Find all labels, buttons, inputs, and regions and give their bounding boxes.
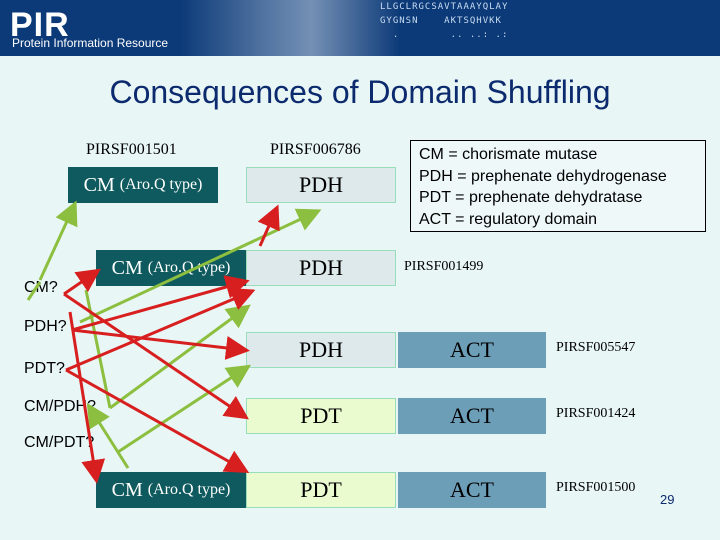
pdt-label: PDT	[300, 403, 342, 428]
pdh-domain-box: PDH	[246, 332, 396, 368]
pdh-label: PDH	[298, 255, 343, 280]
page-number: 29	[660, 492, 675, 507]
pdh-label: PDH	[298, 172, 343, 197]
red-arrow	[63, 268, 101, 296]
cm-label: CM	[111, 256, 143, 279]
aroq-label: (Aro.Q type)	[119, 176, 203, 193]
family-label-pirsf001501: PIRSF001501	[86, 141, 177, 158]
green-arrow	[79, 208, 322, 324]
pdt-domain-box: PDT	[246, 398, 396, 434]
slide-title: Consequences of Domain Shuffling	[109, 74, 611, 110]
aroq-label: (Aro.Q type)	[147, 481, 231, 498]
green-arrow	[109, 304, 251, 410]
logo-subtitle: Protein Information Resource	[12, 36, 169, 50]
sequence-line-2: GYGNSN AKTSQHVKK	[380, 16, 502, 26]
green-arrow	[86, 402, 130, 469]
pdh-domain-box: PDH	[246, 250, 396, 286]
green-arrow	[117, 364, 252, 454]
red-arrow	[257, 204, 280, 247]
act-label: ACT	[450, 477, 494, 502]
act-label: ACT	[450, 403, 494, 428]
family-label-pirsf006786: PIRSF006786	[270, 141, 361, 158]
cm-domain-box: CM(Aro.Q type)	[68, 167, 218, 203]
green-arrow	[84, 289, 112, 409]
red-arrow	[65, 287, 256, 372]
pdh-domain-box: PDH	[246, 167, 396, 203]
header-banner: PIR Protein Information Resource LLGCLRG…	[0, 0, 720, 56]
question-cm-pdh: CM/PDH?	[24, 398, 97, 415]
question-pdt: PDT?	[24, 360, 65, 377]
cm-label: CM	[111, 478, 143, 501]
family-label-pirsf001424: PIRSF001424	[556, 406, 636, 421]
red-arrow	[71, 328, 250, 360]
act-domain-box: ACT	[398, 472, 546, 508]
red-arrow	[63, 292, 249, 420]
legend-item-cm: CM = chorismate mutase	[419, 146, 598, 163]
sequence-line-3: . .. ..: .:	[380, 30, 509, 40]
red-arrow	[71, 275, 250, 332]
legend-box: CM = chorismate mutase PDH = prephenate …	[410, 140, 706, 232]
green-arrow	[26, 281, 42, 301]
legend-item-act: ACT = regulatory domain	[419, 210, 598, 228]
act-label: ACT	[450, 337, 494, 362]
family-label-pirsf001499: PIRSF001499	[404, 259, 484, 274]
cm-label: CM	[83, 173, 115, 196]
pdt-domain-box: PDT	[246, 472, 396, 508]
red-arrow	[65, 368, 250, 473]
red-arrow	[68, 311, 106, 484]
legend-item-pdh: PDH = prephenate dehydrogenase	[419, 167, 667, 185]
cm-domain-box: CM(Aro.Q type)	[96, 472, 246, 508]
pdh-label: PDH	[298, 337, 343, 362]
pir-logo: PIR	[10, 6, 70, 44]
aroq-label: (Aro.Q type)	[147, 259, 231, 276]
legend-item-pdt: PDT = prephenate dehydratase	[419, 189, 643, 206]
question-pdh: PDH?	[24, 318, 67, 335]
act-domain-box: ACT	[398, 332, 546, 368]
question-cm-pdt: CM/PDT?	[24, 434, 95, 451]
green-arrow	[38, 200, 78, 281]
act-domain-box: ACT	[398, 398, 546, 434]
banner-image	[180, 0, 400, 56]
cm-domain-box: CM(Aro.Q type)	[96, 250, 246, 286]
family-label-pirsf005547: PIRSF005547	[556, 340, 636, 355]
pdt-label: PDT	[300, 477, 342, 502]
family-label-pirsf001500: PIRSF001500	[556, 480, 636, 495]
sequence-line-1: LLGCLRGCSAVTAAAYQLAY	[380, 2, 509, 12]
